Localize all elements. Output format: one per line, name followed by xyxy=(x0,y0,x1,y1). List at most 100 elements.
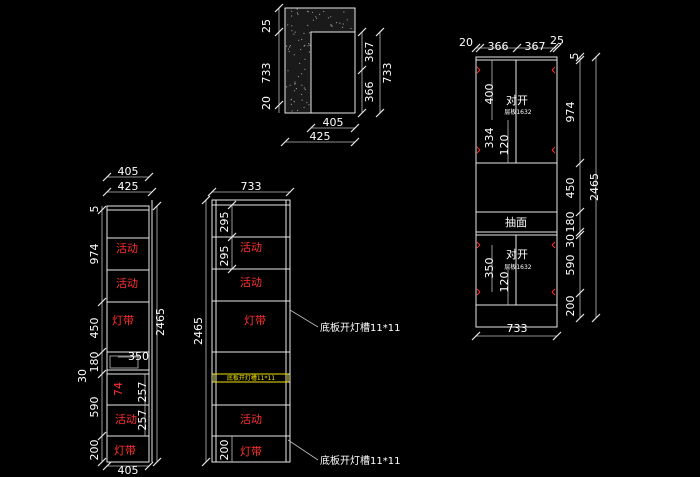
dim-l-405-bottom: 405 xyxy=(118,464,139,477)
dim-top-405: 405 xyxy=(323,116,344,129)
stone-speckle xyxy=(303,32,305,35)
top-view: 25 733 20 367 366 733 405 425 xyxy=(260,3,394,147)
stone-speckle xyxy=(327,17,329,19)
dim-r-367: 367 xyxy=(525,40,546,53)
label-m-active3: 活动 xyxy=(240,413,262,426)
dim-top-733-right: 733 xyxy=(381,63,394,84)
stone-speckle xyxy=(335,22,338,24)
stone-speckle xyxy=(293,90,296,92)
dim-r-120b: 120 xyxy=(498,272,511,293)
stone-speckle xyxy=(308,32,311,34)
dim-r-366: 366 xyxy=(488,40,509,53)
label-door-top-sub: 层板1632 xyxy=(504,108,531,116)
label-m-light: 灯带 xyxy=(244,314,266,327)
dim-top-20: 20 xyxy=(260,96,273,110)
stone-speckle xyxy=(291,15,293,17)
stone-speckle xyxy=(294,81,296,83)
dim-l-590: 590 xyxy=(88,397,101,418)
label-door-bottom-sub: 层板1632 xyxy=(504,263,531,271)
stone-speckle xyxy=(330,24,332,26)
label-m-active2: 活动 xyxy=(240,276,262,289)
stone-speckle xyxy=(300,48,302,51)
label-m-yellow: 底板开灯槽11*11 xyxy=(227,374,275,382)
label-m-active1: 活动 xyxy=(240,241,262,254)
dim-top-366: 366 xyxy=(363,82,376,103)
dim-r-20: 20 xyxy=(459,36,473,49)
dim-r-450: 450 xyxy=(564,178,577,199)
label-door-bottom: 对开 xyxy=(506,247,528,261)
stone-speckle xyxy=(319,13,321,15)
stone-speckle xyxy=(350,27,352,30)
stone-speckle xyxy=(309,44,311,46)
dim-r-5: 5 xyxy=(568,53,581,60)
stone-speckle xyxy=(285,45,288,47)
left-view: 405 425 活动 活动 灯带 74 活动 灯带 5 974 450 180 xyxy=(76,165,167,477)
stone-speckle xyxy=(296,12,299,14)
label-l-active2: 活动 xyxy=(116,277,138,290)
dim-m-733: 733 xyxy=(241,180,262,193)
mid-view: 733 活动 活动 灯带 底板开灯槽11*11 活动 灯带 295 295 20… xyxy=(192,180,400,467)
stone-speckle xyxy=(304,58,306,60)
stone-speckle xyxy=(291,30,293,32)
stone-speckle xyxy=(306,101,308,104)
dim-r-334: 334 xyxy=(483,128,496,149)
label-l-light2: 灯带 xyxy=(114,444,136,457)
dim-m-200: 200 xyxy=(218,440,231,461)
stone-speckle xyxy=(293,101,295,103)
stone-speckle xyxy=(291,110,293,112)
stone-speckle xyxy=(297,13,299,15)
dim-l-974: 974 xyxy=(88,244,101,265)
stone-speckle xyxy=(331,24,333,26)
stone-speckle xyxy=(291,10,293,12)
stone-speckle xyxy=(308,43,310,45)
stone-speckle xyxy=(331,25,333,27)
label-door-top: 对开 xyxy=(506,93,528,107)
dim-r-974: 974 xyxy=(564,102,577,123)
label-l-active3: 活动 xyxy=(115,413,137,426)
dim-l-425: 425 xyxy=(118,180,139,193)
dim-l-257b: 257 xyxy=(136,410,149,431)
dim-l-2465: 2465 xyxy=(154,308,167,336)
stone-speckle xyxy=(301,84,303,86)
stone-speckle xyxy=(291,25,293,27)
stone-speckle xyxy=(312,19,314,21)
cabinet-front-outline xyxy=(475,56,558,328)
dim-top-425: 425 xyxy=(310,130,331,143)
stone-speckle xyxy=(312,31,315,33)
stone-speckle xyxy=(301,93,303,96)
stone-speckle xyxy=(308,51,310,53)
dim-l-350: 350 xyxy=(128,350,149,363)
cabinet-plan-opening xyxy=(310,31,356,114)
dim-l-5: 5 xyxy=(88,206,101,213)
note-light-groove-1: 底板开灯槽11*11 xyxy=(320,321,400,334)
label-m-light2: 灯带 xyxy=(240,445,262,458)
dim-l-180: 180 xyxy=(88,352,101,373)
stone-speckle xyxy=(288,50,290,53)
dim-l-450: 450 xyxy=(88,318,101,339)
stone-speckle xyxy=(304,68,306,70)
dim-r-400: 400 xyxy=(483,84,496,105)
stone-speckle xyxy=(316,17,318,19)
dim-r-180: 180 xyxy=(564,212,577,233)
label-drawer: 抽面 xyxy=(505,215,527,229)
dim-r-733: 733 xyxy=(507,322,528,335)
stone-speckle xyxy=(307,24,309,26)
stone-speckle xyxy=(294,31,296,33)
stone-texture xyxy=(285,8,352,112)
stone-speckle xyxy=(286,86,288,88)
dim-m-295b: 295 xyxy=(218,246,231,267)
stone-speckle xyxy=(301,99,303,101)
note-light-groove-2: 底板开灯槽11*11 xyxy=(320,454,400,467)
stone-speckle xyxy=(290,103,292,105)
dim-l-257a: 257 xyxy=(136,382,149,403)
stone-speckle xyxy=(315,16,317,18)
stone-speckle xyxy=(339,22,341,24)
stone-speckle xyxy=(287,70,289,72)
stone-speckle xyxy=(299,62,301,64)
dim-r-120a: 120 xyxy=(498,135,511,156)
light-groove-strip xyxy=(213,373,289,383)
cabinet-interior-outline xyxy=(211,199,291,463)
label-l-74: 74 xyxy=(112,382,125,396)
stone-speckle xyxy=(297,109,299,112)
